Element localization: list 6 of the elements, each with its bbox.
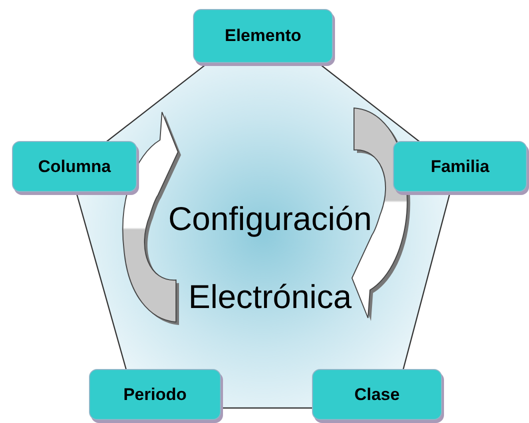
label-box: Periodo — [89, 369, 221, 420]
center-title: Configuración Electrónica — [167, 199, 373, 317]
label-box: Familia — [393, 141, 527, 192]
label-box: Columna — [12, 141, 137, 192]
label-box: Clase — [312, 369, 442, 420]
label-box: Elemento — [193, 9, 333, 63]
